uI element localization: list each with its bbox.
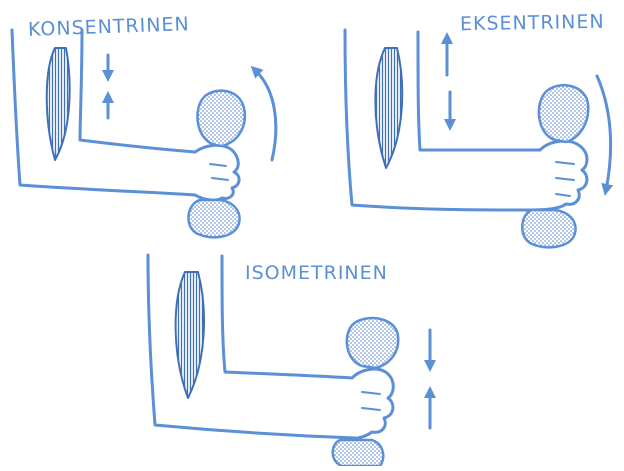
label-eksentrinen: EKSENTRINEN — [460, 11, 605, 36]
dumbbell-bottom — [188, 200, 239, 237]
forearm-outline — [80, 30, 195, 152]
biceps-muscle — [47, 48, 70, 160]
dumbbell-bottom — [333, 440, 384, 466]
biceps-muscle — [176, 272, 204, 398]
dumbbell-top — [197, 91, 244, 146]
forearm-outline — [418, 32, 540, 150]
panel-isometrinen — [148, 255, 430, 466]
dumbbell-bottom — [522, 210, 575, 247]
dumbbell-top — [539, 85, 588, 142]
finger-lines — [362, 392, 380, 410]
hand-outline — [195, 145, 239, 200]
biceps-muscle — [375, 48, 402, 168]
arm-outline — [12, 30, 195, 195]
dumbbell-top — [347, 318, 398, 368]
label-isometrinen: ISOMETRINEN — [245, 262, 388, 284]
hand-outline — [345, 369, 393, 439]
arm-outline — [345, 30, 525, 210]
finger-lines — [210, 164, 228, 180]
finger-lines — [556, 162, 574, 196]
panel-konsentrinen — [12, 30, 276, 237]
curved-arrow-down-icon — [597, 76, 611, 190]
panel-eksentrinen — [345, 30, 611, 247]
curved-arrow-up-icon — [255, 70, 276, 160]
